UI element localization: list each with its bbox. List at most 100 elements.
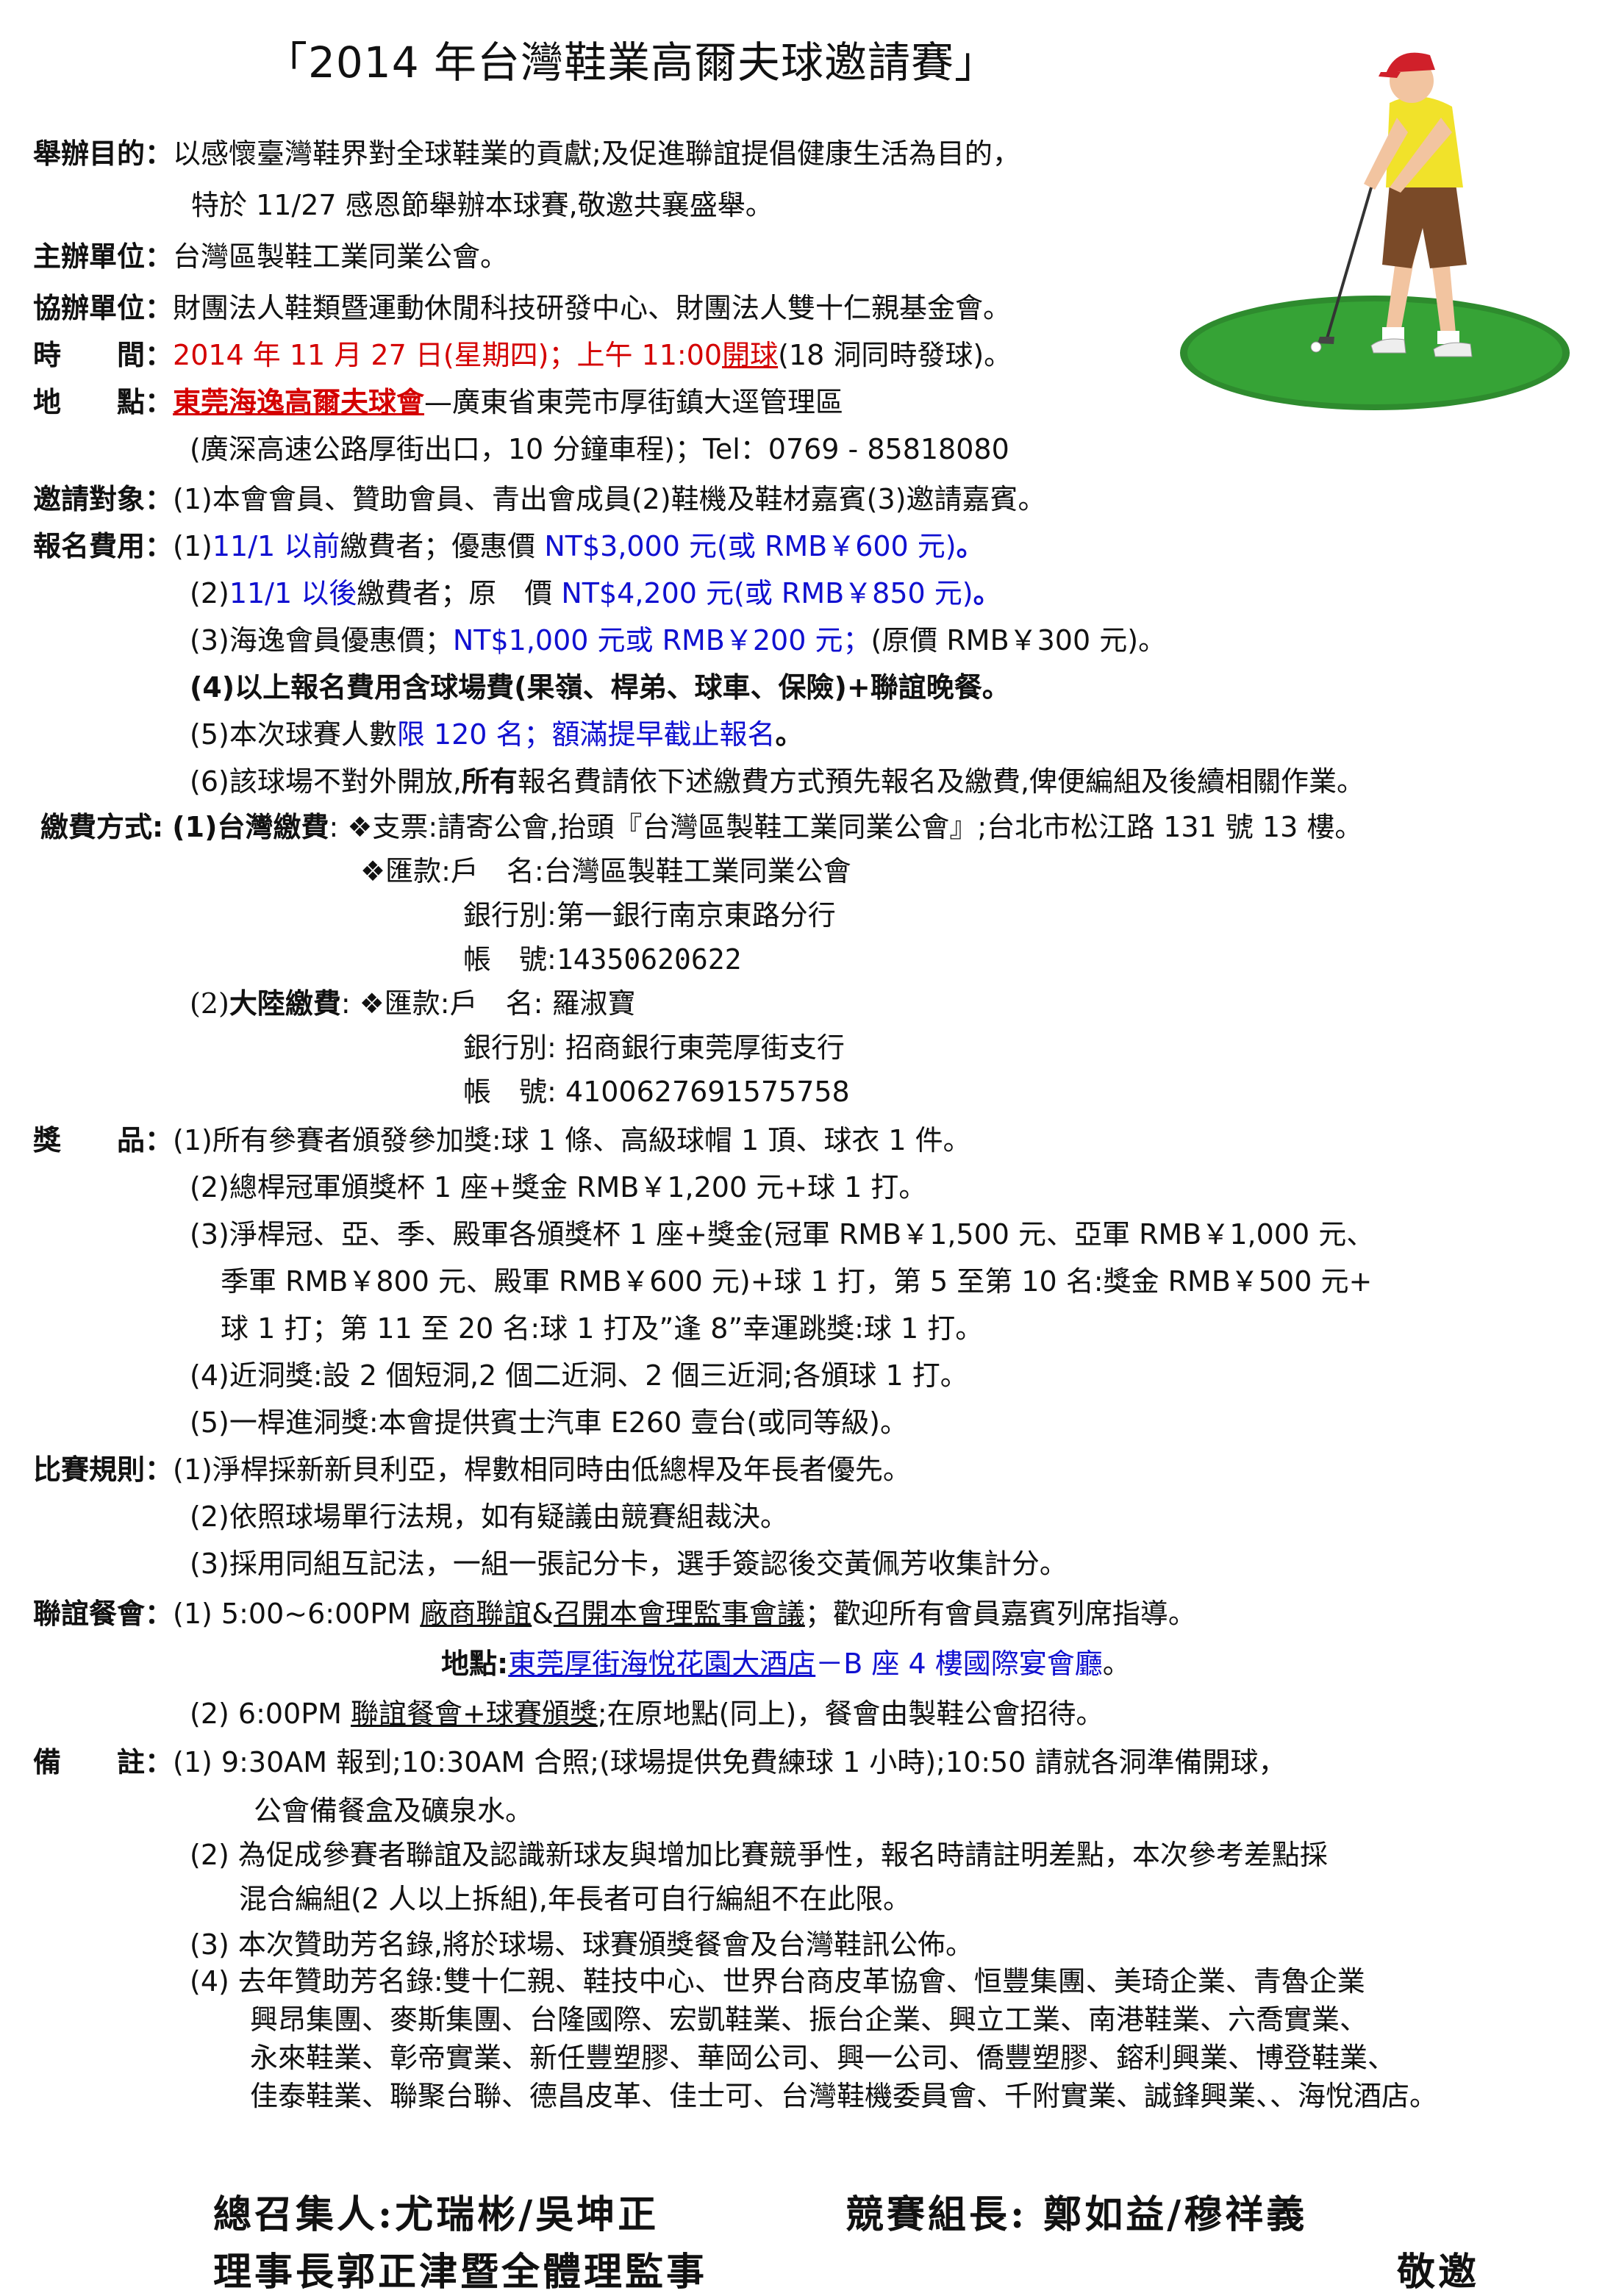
prizes-row-1: 獎 品：(1)所有參賽者頒發參加獎:球 1 條、高級球帽 1 頂、球衣 1 件。 bbox=[33, 1123, 971, 1157]
fees-row-4: (4)以上報名費用含球場費(果嶺、桿弟、球車、保險)+聯誼晚餐。 bbox=[190, 671, 1010, 704]
fee2-mid: 繳費者；原 價 bbox=[357, 577, 562, 609]
dinner2-end: ;在原地點(同上)，餐會由製鞋公會招待。 bbox=[597, 1698, 1104, 1730]
invitees-row: 邀請對象：(1)本會會員、贊助會員、青出會成員(2)鞋機及鞋材嘉賓(3)邀請嘉賓… bbox=[33, 482, 1046, 516]
dinner-place-label: 地點: bbox=[441, 1648, 509, 1680]
referee-signature: 競賽組長: 鄭如益/穆祥義 bbox=[845, 2192, 1308, 2237]
dinner1-end: ；歡迎所有會員嘉賓列席指導。 bbox=[804, 1598, 1196, 1630]
organizer-label: 主辦單位： bbox=[33, 240, 174, 273]
note-1b: 公會備餐盒及礦泉水。 bbox=[254, 1795, 534, 1827]
time-row: 時 間：2014 年 11 月 27 日(星期四)；上午 11:00開球(18 … bbox=[33, 338, 1012, 372]
fee2-end: 。 bbox=[973, 577, 1001, 609]
note-4a: (4) 去年贊助芳名錄:雙十仁親、鞋技中心、世界台商皮革協會、恒豐集團、美琦企業… bbox=[190, 1965, 1365, 1998]
fee5-prefix: (5)本次球賽人數 bbox=[190, 718, 397, 751]
rule-2: (2)依照球場單行法規，如有疑議由競賽組裁決。 bbox=[190, 1501, 788, 1533]
venue-name: 東莞海逸高爾夫球會 bbox=[173, 386, 425, 418]
payment-tw-acct: 14350620622 bbox=[556, 943, 742, 976]
fee3-prefix: (3)海逸會員優惠價； bbox=[190, 624, 453, 657]
purpose-line2: 特於 11/27 感恩節舉辦本球賽,敬邀共襄盛舉。 bbox=[191, 189, 773, 221]
time-label: 時 間： bbox=[33, 339, 174, 371]
dinner-place-end: 。 bbox=[1102, 1648, 1131, 1680]
notes-label: 備 註： bbox=[33, 1746, 174, 1778]
rule-1: (1)淨桿採新新貝利亞，桿數相同時由低總桿及年長者優先。 bbox=[173, 1453, 911, 1486]
fees-row-3: (3)海逸會員優惠價；NT$1,000 元或 RMB￥200 元；(原價 RMB… bbox=[190, 623, 1166, 657]
payment-tw-acct-row: 帳 號:14350620622 bbox=[463, 943, 741, 976]
prize-2: (2)總桿冠軍頒獎杯 1 座+獎金 RMB￥1,200 元+球 1 打。 bbox=[190, 1171, 927, 1204]
note-4d: 佳泰鞋業、聯聚台聯、德昌皮革、佳士可、台灣鞋機委員會、千附實業、誠鋒興業、、海悅… bbox=[250, 2080, 1438, 2112]
note-3: (3) 本次贊助芳名錄,將於球場、球賽頒獎餐會及台灣鞋訊公佈。 bbox=[190, 1928, 973, 1961]
golfer-illustration bbox=[1180, 52, 1570, 410]
fees-row-6: (6)該球場不對外開放,所有報名費請依下述繳費方式預先報名及繳費,俾便編組及後續… bbox=[190, 765, 1365, 798]
convener-signature: 總召集人:尤瑞彬/吳坤正 bbox=[213, 2192, 659, 2237]
fee1-mid: 繳費者；優惠價 bbox=[340, 530, 545, 562]
dinner1-networking: 廠商聯誼 bbox=[420, 1598, 532, 1630]
payment-cn-acct-label: 帳 號: bbox=[463, 1076, 557, 1108]
time-tee: 開球 bbox=[722, 339, 779, 371]
fee2-prefix: (2) bbox=[190, 577, 229, 609]
fees-row-5: (5)本次球賽人數限 120 名；額滿提早截止報名。 bbox=[190, 718, 804, 751]
regards-text: 敬邀 bbox=[1397, 2250, 1480, 2295]
fee5-limit: 限 120 名；額滿提早截止報名 bbox=[396, 718, 776, 751]
prizes-label: 獎 品： bbox=[33, 1124, 174, 1156]
payment-tw-head: (1)台灣繳費 bbox=[172, 811, 329, 843]
payment-tw-bank: 銀行別:第一銀行南京東路分行 bbox=[463, 899, 836, 931]
rules-label: 比賽規則： bbox=[33, 1453, 174, 1486]
dinner-label: 聯誼餐會： bbox=[33, 1598, 174, 1630]
fee1-deadline: 11/1 以前 bbox=[212, 530, 340, 562]
payment-tw-remit: ❖匯款:戶 名:台灣區製鞋工業同業公會 bbox=[360, 855, 851, 887]
venue-row: 地 點：東莞海逸高爾夫球會—廣東省東莞市厚街鎮大逕管理區 bbox=[33, 385, 843, 419]
dinner-row-2: (2) 6:00PM 聯誼餐會+球賽頒獎;在原地點(同上)，餐會由製鞋公會招待。 bbox=[190, 1697, 1104, 1731]
organizer-text: 台灣區製鞋工業同業公會。 bbox=[173, 240, 509, 273]
co-organizer-row: 協辦單位：財團法人鞋類暨運動休閒科技研發中心、財團法人雙十仁親基金會。 bbox=[33, 291, 1011, 325]
prize-1: (1)所有參賽者頒發參加獎:球 1 條、高級球帽 1 頂、球衣 1 件。 bbox=[173, 1124, 971, 1156]
fee5-end: 。 bbox=[775, 718, 804, 751]
fee1-prefix: (1) bbox=[173, 530, 212, 562]
co-organizer-label: 協辦單位： bbox=[33, 292, 174, 324]
payment-label: 繳費方式: bbox=[40, 811, 164, 843]
payment-cn-remit: : ❖匯款:戶 名: 羅淑寶 bbox=[340, 987, 636, 1020]
dinner-place-room: －B 座 4 樓國際宴會廳 bbox=[815, 1648, 1103, 1680]
venue-address: 廣東省東莞市厚街鎮大逕管理區 bbox=[452, 386, 844, 418]
organizer-row: 主辦單位：台灣區製鞋工業同業公會。 bbox=[33, 240, 508, 273]
payment-cn-acct: 4100627691575758 bbox=[556, 1076, 850, 1108]
dinner2-event: 聯誼餐會+球賽頒獎 bbox=[351, 1698, 598, 1730]
note-2b: 混合編組(2 人以上拆組),年長者可自行編組不在此限。 bbox=[239, 1883, 911, 1915]
dinner1-meeting: 召開本會理監事會議 bbox=[553, 1598, 805, 1630]
dinner1-time: (1) 5:00~6:00PM bbox=[173, 1598, 421, 1630]
dinner2-time: (2) 6:00PM bbox=[190, 1698, 351, 1730]
payment-row-cn: (2)大陸繳費: ❖匯款:戶 名: 羅淑寶 bbox=[190, 987, 635, 1020]
notes-row-1: 備 註：(1) 9:30AM 報到;10:30AM 合照;(球場提供免費練球 1… bbox=[33, 1745, 1286, 1779]
time-hour: ；上午 11:00 bbox=[548, 339, 723, 371]
fee6-b: 所有 bbox=[461, 765, 518, 798]
payment-tw-acct-label: 帳 號: bbox=[463, 943, 557, 976]
payment-cn-head: 大陸繳費 bbox=[229, 987, 341, 1020]
chairman-signature: 理事長郭正津暨全體理監事 bbox=[213, 2250, 708, 2295]
prize-3c: 球 1 打；第 11 至 20 名:球 1 打及”逢 8”幸運跳獎:球 1 打。 bbox=[221, 1312, 984, 1345]
purpose-row: 舉辦目的：以感懷臺灣鞋界對全球鞋業的貢獻;及促進聯誼提倡健康生活為目的， bbox=[33, 137, 1020, 171]
payment-tw-check: : ❖支票:請寄公會,抬頭『台灣區製鞋工業同業公會』;台北市松江路 131 號 … bbox=[329, 811, 1363, 843]
fees-row-1: 報名費用：(1)11/1 以前繳費者；優惠價 NT$3,000 元(或 RMB￥… bbox=[33, 529, 984, 563]
time-date: 2014 年 11 月 27 日(星期四) bbox=[173, 339, 549, 371]
fee1-end: 。 bbox=[956, 530, 984, 562]
invitees-label: 邀請對象： bbox=[33, 483, 174, 515]
venue-label: 地 點： bbox=[33, 386, 174, 418]
invitees-text: (1)本會會員、贊助會員、青出會成員(2)鞋機及鞋材嘉賓(3)邀請嘉賓。 bbox=[173, 483, 1046, 515]
fee3-end: (原價 RMB￥300 元)。 bbox=[870, 624, 1167, 657]
venue-line2: (廣深高速公路厚街出口，10 分鐘車程)；Tel：0769 - 85818080 bbox=[190, 433, 1009, 465]
page-title: 「2014 年台灣鞋業高爾夫球邀請賽」 bbox=[265, 37, 998, 87]
note-4c: 永來鞋業、彰帝實業、新任豐塑膠、華岡公司、興一公司、僑豐塑膠、鎔利興業、博登鞋業… bbox=[250, 2042, 1396, 2074]
note-4b: 興昂集團、麥斯集團、台隆國際、宏凱鞋業、振台企業、興立工業、南港鞋業、六喬實業、 bbox=[250, 2003, 1368, 2036]
fee3-price: NT$1,000 元或 RMB￥200 元； bbox=[452, 624, 871, 657]
purpose-text: 以感懷臺灣鞋界對全球鞋業的貢獻;及促進聯誼提倡健康生活為目的， bbox=[173, 137, 1020, 170]
fee6-a: (6)該球場不對外開放, bbox=[190, 765, 462, 798]
fee6-c: 報名費請依下述繳費方式預先報名及繳費,俾便編組及後續相關作業。 bbox=[517, 765, 1365, 798]
fee2-price: NT$4,200 元(或 RMB￥850 元) bbox=[561, 577, 973, 609]
payment-cn-bank: 銀行別: 招商銀行東莞厚街支行 bbox=[463, 1031, 845, 1064]
dinner-row-1: 聯誼餐會：(1) 5:00~6:00PM 廠商聯誼&召開本會理監事會議；歡迎所有… bbox=[33, 1597, 1196, 1631]
dinner1-amp: & bbox=[532, 1598, 554, 1630]
fees-row-2: (2)11/1 以後繳費者；原 價 NT$4,200 元(或 RMB￥850 元… bbox=[190, 576, 1001, 610]
prize-4: (4)近洞獎:設 2 個短洞,2 個二近洞、2 個三近洞;各頒球 1 打。 bbox=[190, 1359, 968, 1392]
fee1-price: NT$3,000 元(或 RMB￥600 元) bbox=[544, 530, 957, 562]
dinner-place-row: 地點:東莞厚街海悅花園大酒店－B 座 4 樓國際宴會廳。 bbox=[441, 1647, 1131, 1681]
note-2a: (2) 為促成參賽者聯誼及認識新球友與增加比賽競爭性，報名時請註明差點，本次參考… bbox=[190, 1839, 1328, 1871]
